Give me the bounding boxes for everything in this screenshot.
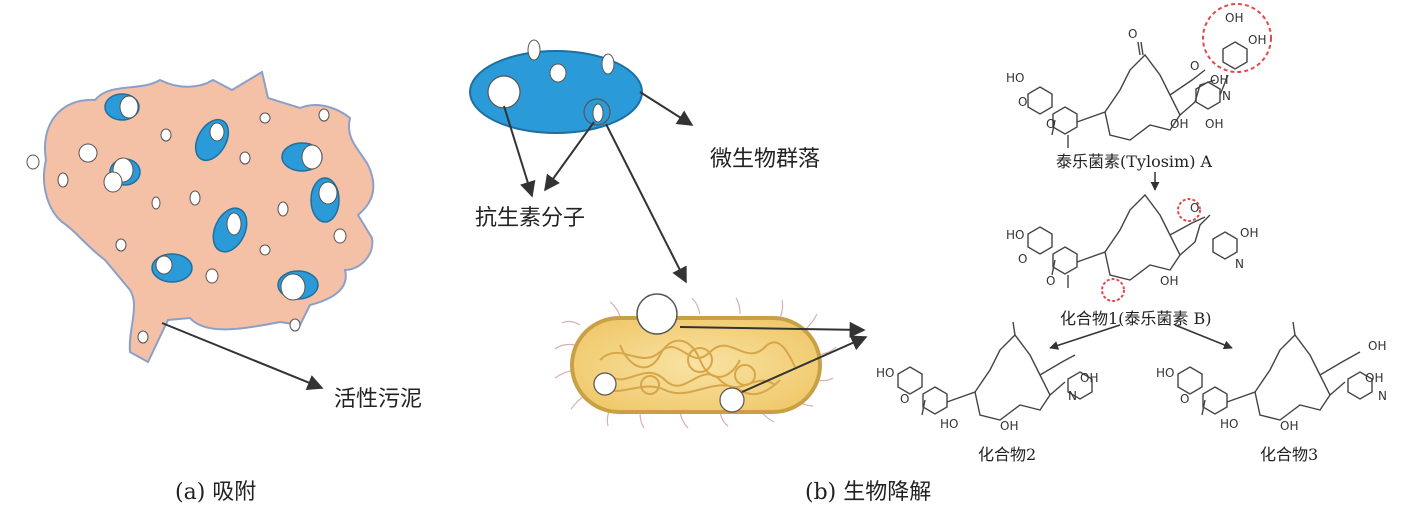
svg-text:OH: OH — [1240, 226, 1258, 240]
compound1-text-atoms: HO O O OH OH N O — [1006, 201, 1258, 288]
compound1-name: 化合物1(泰乐菌素 B) — [1060, 309, 1212, 328]
svg-text:OH: OH — [1170, 117, 1188, 131]
svg-text:OH: OH — [1210, 73, 1228, 87]
svg-text:OH: OH — [1225, 11, 1243, 25]
compound1-highlight-top — [1177, 198, 1201, 222]
panel-b-arrows — [503, 91, 694, 284]
svg-text:HO: HO — [1006, 228, 1024, 242]
bacterium-cell — [554, 293, 837, 429]
svg-text:OH: OH — [1368, 339, 1386, 353]
compound1-highlight-bottom — [1101, 278, 1125, 302]
tylosin-a-highlight-circle — [1202, 3, 1272, 73]
uptake-arrows — [679, 321, 868, 393]
svg-text:OH: OH — [1000, 419, 1018, 433]
compound3-text-atoms: HO O HO OH OH OH N — [1156, 339, 1387, 433]
tylosin-a-text-atoms: HO O O OH OH OH N OH OH O O — [1006, 11, 1266, 131]
microbial-community — [469, 39, 643, 134]
svg-text:N: N — [1068, 389, 1077, 403]
svg-text:HO: HO — [1220, 417, 1238, 431]
svg-text:OH: OH — [1248, 33, 1266, 47]
svg-text:OH: OH — [1080, 371, 1098, 385]
tylosin-a-structure — [1027, 41, 1248, 148]
svg-text:O: O — [1190, 201, 1199, 215]
caption-b: (b) 生物降解 — [805, 480, 932, 505]
svg-text:O: O — [1128, 27, 1137, 41]
sludge-pointer-arrow — [161, 322, 324, 390]
svg-text:O: O — [900, 392, 909, 406]
caption-a: (a) 吸附 — [175, 480, 257, 505]
sludge-pores — [26, 93, 347, 344]
svg-text:O: O — [1018, 95, 1027, 109]
svg-text:HO: HO — [876, 366, 894, 380]
compound1-structure — [1027, 193, 1238, 288]
svg-text:OH: OH — [1160, 274, 1178, 288]
svg-text:HO: HO — [1006, 71, 1024, 85]
svg-text:HO: HO — [940, 417, 958, 431]
svg-text:N: N — [1378, 389, 1387, 403]
svg-text:O: O — [1046, 274, 1055, 288]
compound2-name: 化合物2 — [978, 445, 1037, 464]
svg-text:N: N — [1222, 89, 1231, 103]
svg-text:O: O — [1180, 392, 1189, 406]
arrow-1-to-2 — [1049, 324, 1121, 350]
compound3-structure — [1177, 321, 1373, 421]
compound3-name: 化合物3 — [1260, 445, 1319, 464]
compound2-text-atoms: HO O HO OH OH N — [876, 366, 1098, 433]
svg-text:OH: OH — [1280, 419, 1298, 433]
svg-text:N: N — [1235, 257, 1244, 271]
tylosin-a-name: 泰乐菌素(Tylosim) A — [1056, 152, 1213, 171]
svg-text:OH: OH — [1205, 117, 1223, 131]
microbial-community-label: 微生物群落 — [710, 147, 821, 172]
compound2-structure — [897, 321, 1093, 421]
svg-text:O: O — [1190, 59, 1199, 73]
svg-text:O: O — [1018, 252, 1027, 266]
svg-text:HO: HO — [1156, 366, 1174, 380]
arrow-1-to-3 — [1174, 324, 1233, 350]
antibiotic-molecule-label: 抗生素分子 — [475, 206, 586, 231]
svg-text:O: O — [1046, 117, 1055, 131]
activated-sludge-label: 活性污泥 — [334, 387, 423, 412]
svg-text:OH: OH — [1365, 371, 1383, 385]
